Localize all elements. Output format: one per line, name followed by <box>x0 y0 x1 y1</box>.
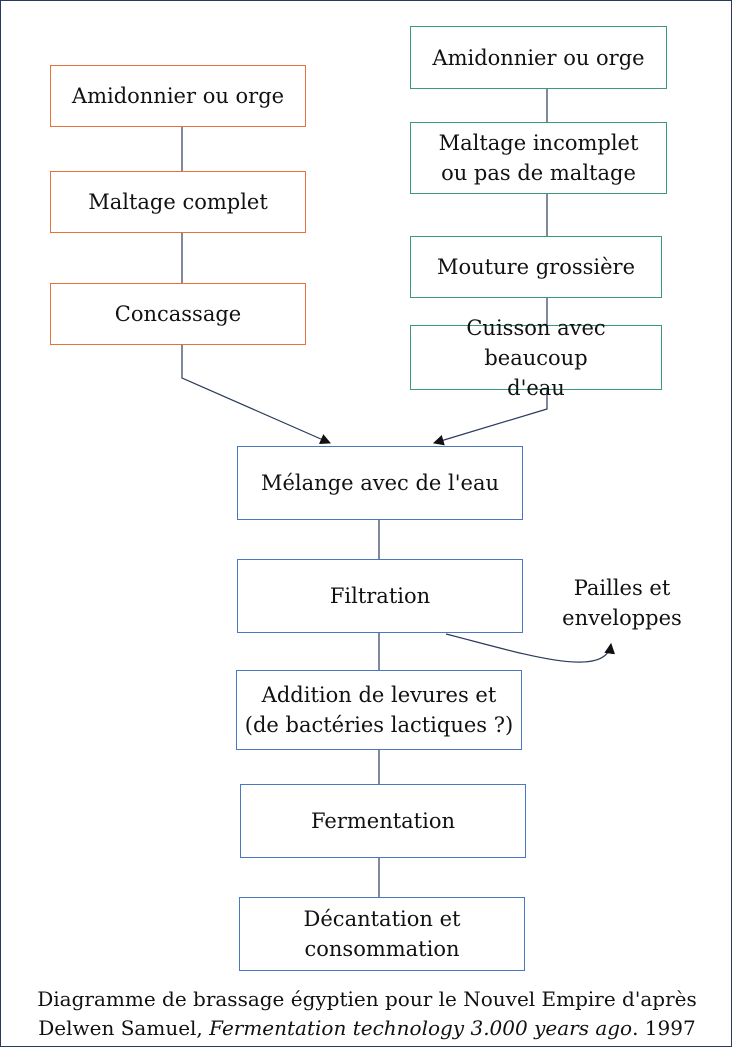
caption-work-title: Fermentation technology 3.000 years ago <box>209 1016 633 1040</box>
caption-author: Delwen Samuel, <box>38 1016 210 1040</box>
byproduct-note: Pailles et enveloppes <box>549 573 695 633</box>
main-step-4-box: Fermentation <box>240 784 526 858</box>
left-step-3-label: Concassage <box>114 302 242 326</box>
arrow-right-to-melange <box>432 390 548 446</box>
arrow-to-byproduct <box>445 633 616 663</box>
main-step-2-label: Filtration <box>329 584 431 608</box>
right-step-3-box: Mouture grossière <box>410 236 662 298</box>
left-step-3-box: Concassage <box>50 283 306 345</box>
right-step-4-line-1: Cuisson avec beaucoup <box>466 315 606 370</box>
left-step-2-box: Maltage complet <box>50 171 306 233</box>
right-step-2-box: Maltage incomplet ou pas de maltage <box>410 122 667 194</box>
main-step-4-label: Fermentation <box>310 809 456 833</box>
main-step-5-box: Décantation et consommation <box>239 897 525 971</box>
figure-caption: Diagramme de brassage égyptien pour le N… <box>9 985 725 1043</box>
right-step-3-label: Mouture grossière <box>436 255 636 279</box>
right-step-1-label: Amidonnier ou orge <box>432 45 645 70</box>
right-step-4-line-2: d'eau <box>507 375 565 400</box>
byproduct-line-2: enveloppes <box>562 606 682 630</box>
right-step-2-line-1: Maltage incomplet <box>438 131 639 155</box>
left-step-2-label: Maltage complet <box>88 190 268 214</box>
right-step-1-box: Amidonnier ou orge <box>410 26 667 89</box>
right-step-2-line-2: ou pas de maltage <box>441 161 636 185</box>
right-step-4-box: Cuisson avec beaucoup d'eau <box>410 316 662 400</box>
caption-line-2: Delwen Samuel, Fermentation technology 3… <box>9 1014 725 1043</box>
caption-year: . 1997 <box>632 1016 696 1040</box>
caption-line-1: Diagramme de brassage égyptien pour le N… <box>37 987 697 1011</box>
byproduct-line-1: Pailles et <box>573 576 671 600</box>
main-step-3-line-1: Addition de levures et <box>261 683 497 707</box>
main-step-1-box: Mélange avec de l'eau <box>237 446 523 520</box>
main-step-5-line-1: Décantation et <box>303 907 461 931</box>
main-step-1-label: Mélange avec de l'eau <box>261 471 499 495</box>
main-step-3-box: Addition de levures et (de bactéries lac… <box>236 670 522 750</box>
main-step-5-line-2: consommation <box>304 937 460 961</box>
left-step-1-box: Amidonnier ou orge <box>50 65 306 127</box>
left-step-1-label: Amidonnier ou orge <box>71 84 285 108</box>
arrow-left-to-melange <box>181 345 331 445</box>
main-step-3-line-2: (de bactéries lactiques ?) <box>244 713 514 737</box>
main-step-2-box: Filtration <box>237 559 523 633</box>
